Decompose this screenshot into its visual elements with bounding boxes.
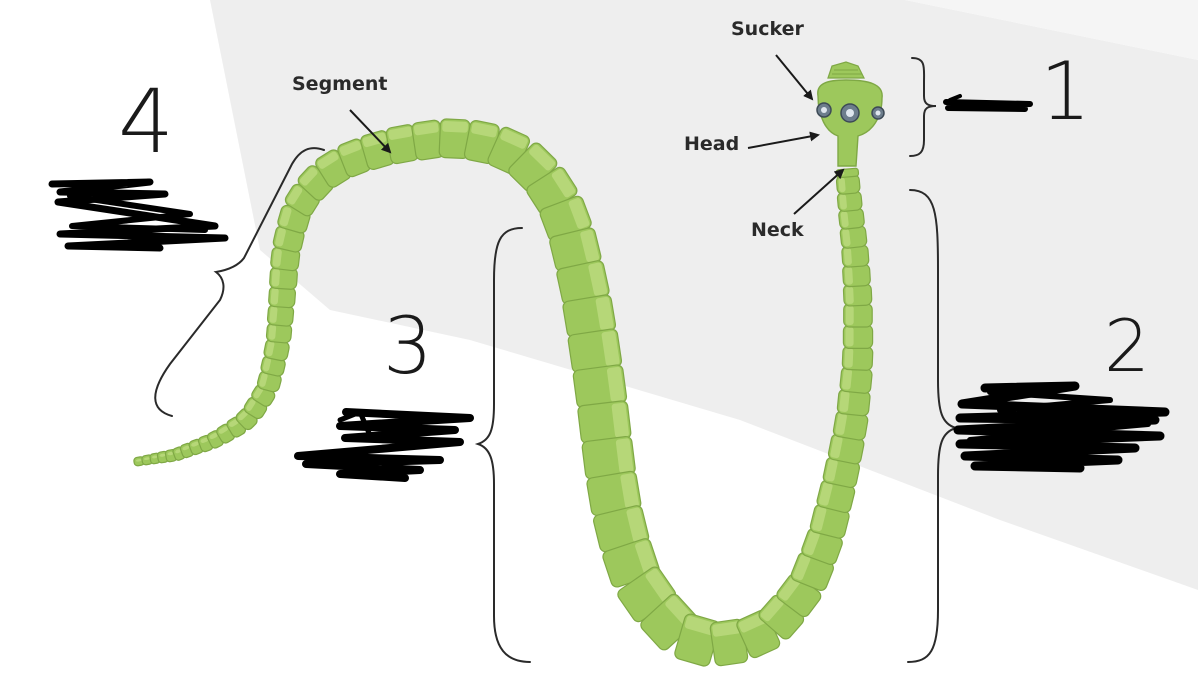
body-segment bbox=[709, 618, 749, 667]
body-segment bbox=[508, 142, 558, 192]
body-segment bbox=[549, 227, 602, 272]
body-segment bbox=[827, 433, 865, 465]
scolex bbox=[817, 79, 883, 167]
scribble-middle-left bbox=[294, 408, 474, 482]
redaction-scribbles bbox=[48, 94, 1170, 482]
body-segment bbox=[836, 190, 863, 212]
body-segment bbox=[822, 456, 861, 489]
body-segment bbox=[572, 364, 628, 409]
tapeworm-head bbox=[816, 61, 885, 167]
sucker-arrow bbox=[775, 54, 814, 101]
body-segment bbox=[617, 566, 677, 623]
body-segment bbox=[835, 173, 861, 195]
head-arrow bbox=[747, 131, 820, 149]
scribble-top-left bbox=[48, 178, 229, 252]
body-segment bbox=[567, 328, 623, 374]
body-segment bbox=[256, 370, 282, 393]
body-segment bbox=[556, 260, 610, 305]
brackets bbox=[154, 57, 960, 663]
head-label: Head bbox=[684, 133, 740, 155]
tapeworm-body bbox=[133, 118, 874, 667]
body-segment bbox=[586, 470, 642, 517]
background-shape-light bbox=[860, 0, 1198, 60]
body-segment bbox=[577, 400, 632, 444]
pointer-arrows bbox=[349, 54, 845, 215]
handwritten-number-4: 4 bbox=[118, 70, 174, 173]
body-segment bbox=[581, 435, 636, 480]
body-segment bbox=[674, 613, 721, 667]
body-segment bbox=[842, 283, 873, 307]
body-segment bbox=[438, 118, 471, 159]
strobila-bracket-middle bbox=[474, 227, 531, 663]
body-segment bbox=[272, 225, 305, 253]
scribble-head bbox=[943, 94, 1033, 112]
sucker-label: Sucker bbox=[731, 18, 804, 40]
body-segment bbox=[841, 345, 874, 371]
scribble-right bbox=[953, 381, 1170, 473]
body-segment bbox=[385, 124, 419, 165]
strobila-bracket-left bbox=[154, 147, 325, 417]
handwritten-number-1: 1 bbox=[1040, 45, 1091, 138]
body-segment bbox=[843, 302, 873, 328]
body-segment bbox=[411, 119, 445, 161]
handwritten-number-3: 3 bbox=[383, 302, 433, 392]
head-bracket bbox=[909, 57, 937, 157]
neck-label: Neck bbox=[751, 219, 804, 241]
neck-arrow bbox=[793, 168, 845, 215]
body-segment bbox=[268, 285, 296, 309]
body-segment bbox=[842, 324, 874, 350]
body-segment bbox=[836, 388, 871, 417]
segment-arrow bbox=[349, 109, 392, 154]
segment-label: Segment bbox=[292, 73, 388, 95]
body-segment bbox=[593, 505, 650, 553]
body-segment bbox=[842, 263, 871, 288]
body-segment bbox=[809, 504, 850, 539]
body-segment bbox=[270, 246, 301, 272]
handwritten-number-2: 2 bbox=[1104, 304, 1150, 388]
body-segment bbox=[838, 207, 865, 230]
body-segment bbox=[266, 303, 295, 327]
body-segment bbox=[839, 366, 873, 394]
